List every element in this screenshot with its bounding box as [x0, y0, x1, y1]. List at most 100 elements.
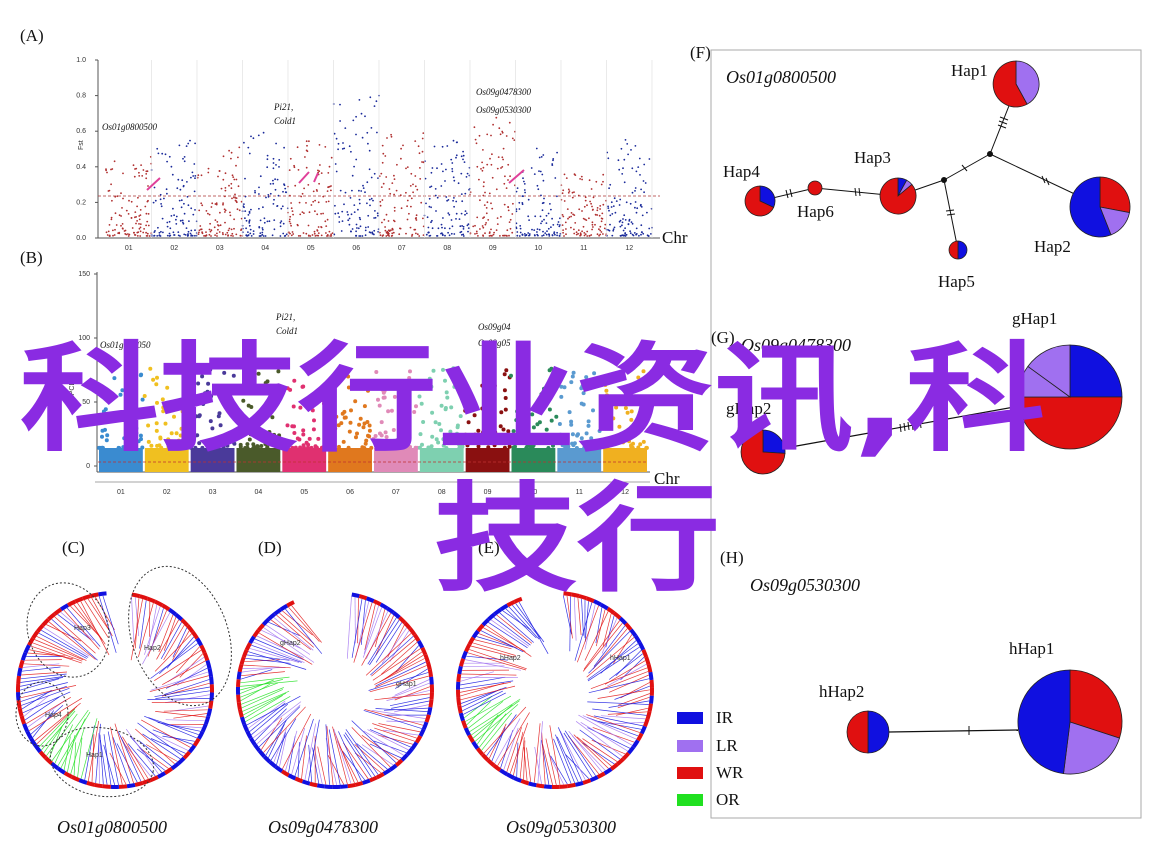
- fst-point: [224, 172, 227, 175]
- fst-point: [625, 233, 628, 236]
- fst-point: [285, 191, 288, 194]
- fst-point: [617, 159, 620, 162]
- fst-point: [216, 232, 218, 235]
- fst-point: [600, 231, 603, 233]
- fst-point: [368, 198, 371, 201]
- fst-point: [483, 181, 485, 184]
- fst-point: [170, 215, 173, 217]
- panel-h: (H) Os09g0530300 hHap1 hHap2: [720, 548, 1123, 775]
- xpclr-point: [609, 375, 614, 380]
- fst-point: [512, 202, 514, 205]
- tree-ring-segment: [268, 760, 278, 769]
- tree-ring-segment: [287, 773, 297, 781]
- fst-point: [274, 178, 276, 181]
- fst-point: [591, 209, 594, 211]
- xpclr-point: [405, 407, 410, 412]
- xpclr-point: [544, 427, 549, 432]
- tree-branch: [249, 648, 300, 663]
- xpclr-point: [252, 445, 257, 450]
- tree-branch: [63, 736, 71, 771]
- tree-ring-segment: [22, 723, 30, 733]
- tree-ring-segment: [606, 606, 616, 615]
- fst-point: [447, 199, 450, 201]
- fst-point: [180, 199, 183, 202]
- xpclr-point: [132, 412, 137, 416]
- fst-point: [591, 205, 593, 208]
- tree-branch: [142, 733, 181, 760]
- xpclr-point: [301, 432, 306, 437]
- tree-branch: [24, 659, 62, 661]
- fst-point: [409, 185, 412, 187]
- fst-point: [536, 231, 538, 233]
- fst-point: [375, 100, 378, 103]
- fst-point: [324, 220, 327, 223]
- fst-point: [425, 233, 428, 236]
- tree-branch: [21, 671, 68, 676]
- fst-point: [301, 192, 304, 195]
- fst-point: [230, 234, 233, 237]
- xpclr-point: [407, 376, 412, 380]
- fst-point: [358, 198, 361, 201]
- xpclr-point: [140, 445, 145, 450]
- fst-point: [239, 234, 242, 237]
- tree-branch: [252, 641, 305, 663]
- chr-tick-label: 03: [209, 489, 217, 496]
- xpclr-point: [531, 443, 536, 448]
- fst-point: [399, 194, 402, 197]
- fst-point: [247, 214, 250, 216]
- tree-branch: [243, 692, 287, 716]
- fst-point: [224, 221, 226, 224]
- fst-point: [591, 221, 594, 224]
- tree-branch: [553, 738, 572, 784]
- xpclr-point: [374, 370, 379, 374]
- legend-label-wr: WR: [716, 763, 744, 782]
- panel-f-edges: [759, 87, 1099, 251]
- fst-point: [500, 167, 502, 169]
- xpclr-point: [122, 436, 127, 441]
- fst-point: [461, 225, 463, 227]
- fst-point: [266, 158, 269, 161]
- tree-ring-segment: [156, 771, 167, 779]
- fst-point: [288, 218, 291, 221]
- tree-branch: [291, 605, 322, 643]
- fst-point: [596, 233, 599, 236]
- fst-point: [385, 213, 388, 216]
- fst-point: [113, 160, 116, 163]
- tree-branch: [363, 730, 405, 756]
- tree-branch: [583, 620, 620, 670]
- fst-point: [235, 164, 237, 167]
- xpclr-point: [200, 445, 205, 450]
- tree-branch: [550, 755, 568, 785]
- tree-branch: [573, 734, 609, 769]
- fst-point: [495, 229, 498, 232]
- tree-branch: [575, 721, 623, 757]
- fst-point: [312, 190, 315, 193]
- fst-point: [290, 202, 292, 204]
- fst-point: [596, 214, 599, 216]
- fst-point: [414, 185, 417, 188]
- xpclr-point: [121, 445, 126, 450]
- fst-point: [110, 216, 113, 219]
- xpclr-point: [380, 387, 385, 392]
- tree-branch: [155, 690, 211, 699]
- fst-point: [294, 184, 297, 187]
- y-tick-label: 0.6: [76, 128, 86, 135]
- fst-point: [538, 228, 541, 231]
- fst-point: [173, 214, 176, 217]
- fst-point: [608, 209, 610, 212]
- fst-point: [478, 178, 480, 181]
- xpclr-point: [641, 369, 646, 374]
- tree-branch: [369, 675, 430, 693]
- xpclr-point: [503, 396, 508, 400]
- fst-point: [114, 212, 117, 215]
- fst-point: [289, 194, 291, 197]
- fst-point: [208, 228, 211, 231]
- fst-point: [115, 224, 118, 226]
- xpclr-point: [570, 432, 575, 437]
- fst-point: [325, 201, 328, 203]
- tree-ring-segment: [207, 667, 213, 677]
- fst-point: [385, 176, 388, 178]
- tree-branch: [149, 675, 209, 693]
- fst-point: [157, 226, 159, 229]
- xpclr-point: [233, 388, 238, 393]
